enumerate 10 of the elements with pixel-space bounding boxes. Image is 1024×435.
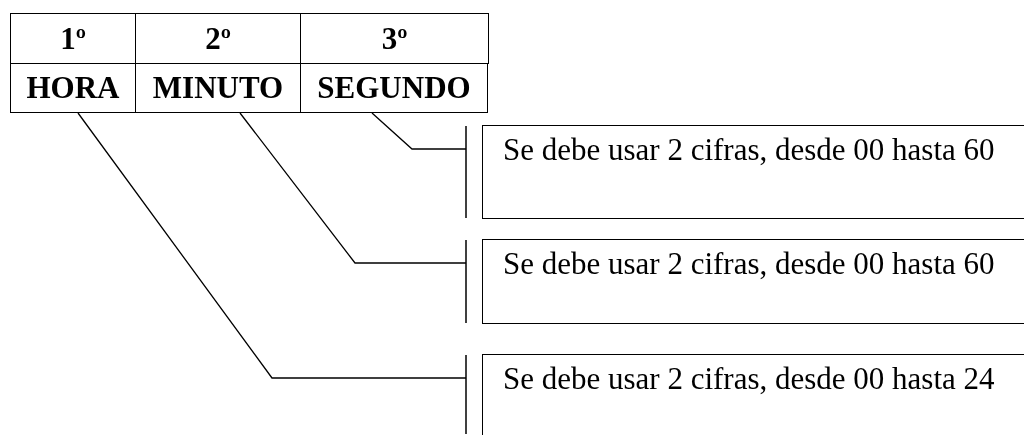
- callout-box: Se debe usar 2 cifras, desde 00 hasta 60: [482, 239, 1024, 324]
- callout-box: Se debe usar 2 cifras, desde 00 hasta 60: [482, 125, 1024, 219]
- leader-line: [371, 112, 467, 150]
- leader-line: [77, 112, 467, 379]
- callout-box: Se debe usar 2 cifras, desde 00 hasta 24: [482, 354, 1024, 435]
- table-header-cell: 1º: [10, 13, 136, 64]
- table-header-cell: 3º: [300, 13, 489, 64]
- table-cell: HORA: [10, 63, 136, 113]
- table-cell: SEGUNDO: [300, 63, 488, 113]
- leader-line: [239, 112, 467, 264]
